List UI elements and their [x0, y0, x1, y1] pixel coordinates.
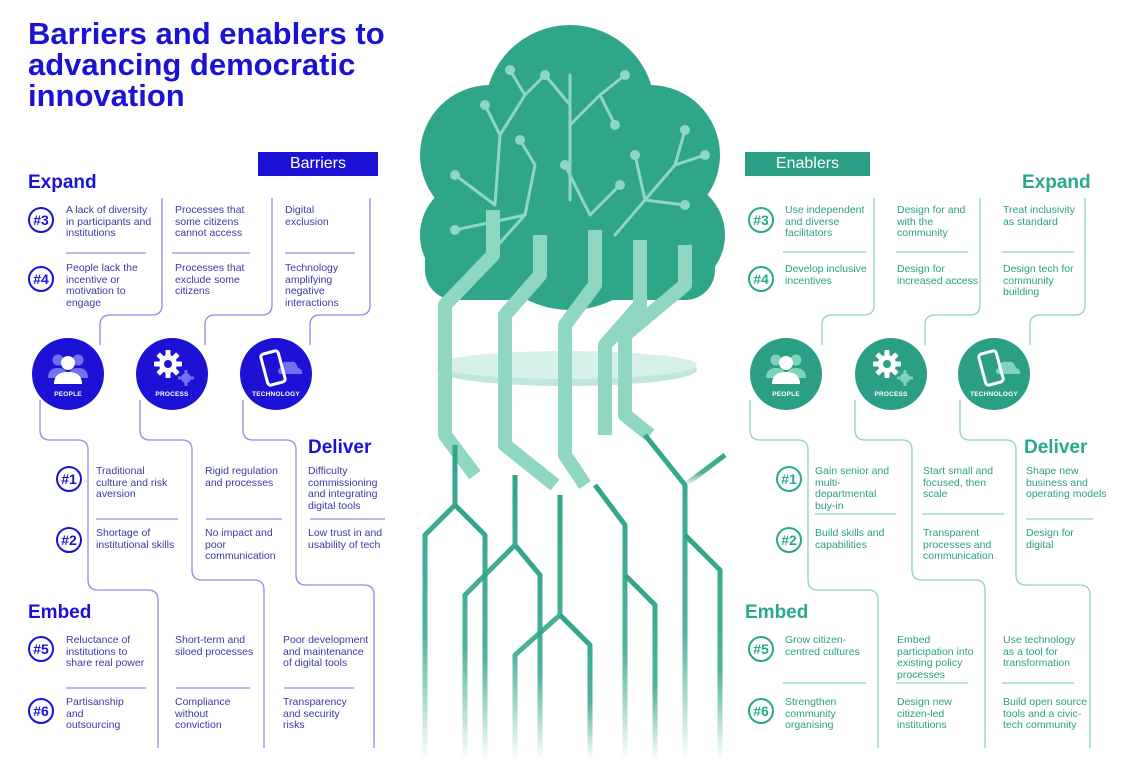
barriers-row1-number: #1 — [56, 466, 82, 492]
barriers-row3-number: #3 — [28, 207, 54, 233]
barriers-row6-technology: Transparency and security risks — [283, 696, 347, 731]
barriers-row5-number: #5 — [28, 636, 54, 662]
enablers-process-label: PROCESS — [874, 391, 908, 398]
barriers-technology-circle: TECHNOLOGY — [240, 338, 312, 410]
barriers-row2-process: No impact and poor communication — [205, 527, 276, 562]
enablers-row5-technology: Use technology as a tool for transformat… — [1003, 634, 1076, 669]
enablers-row3-number: #3 — [748, 207, 774, 233]
barriers-process-label: PROCESS — [155, 391, 189, 398]
barriers-row4-number: #4 — [28, 266, 54, 292]
barriers-deliver-heading: Deliver — [308, 437, 372, 458]
people-icon — [48, 354, 88, 384]
enablers-row6-process: Design new citizen-led institutions — [897, 696, 952, 731]
enablers-row2-people: Build skills and capabilities — [815, 527, 885, 551]
barriers-row2-people: Shortage of institutional skills — [96, 527, 175, 551]
barriers-row1-people: Traditional culture and risk aversion — [96, 465, 168, 500]
barriers-row3-people: A lack of diversity in participants and … — [66, 204, 152, 239]
enablers-row6-people: Strengthen community organising — [785, 696, 837, 731]
barriers-row1-technology: Difficulty commissioning and integrating… — [308, 465, 378, 512]
barriers-banner: Barriers — [258, 152, 378, 176]
enablers-process-circle: PROCESS — [855, 338, 927, 410]
enablers-row5-people: Grow citizen-centred cultures — [785, 634, 860, 658]
enablers-row4-people: Develop inclusive incentives — [785, 263, 867, 287]
enablers-row4-number: #4 — [748, 266, 774, 292]
enablers-row4-process: Design for increased access — [897, 263, 979, 287]
gear-icon — [154, 350, 194, 386]
enablers-row5-process: Embed participation into existing policy… — [897, 634, 974, 681]
barriers-row5-process: Short-term and siloed processes — [175, 634, 254, 658]
barriers-row4-process: Processes that exclude some citizens — [175, 262, 245, 297]
barriers-row6-number: #6 — [28, 698, 54, 724]
enablers-row1-number: #1 — [776, 466, 802, 492]
enablers-deliver-heading: Deliver — [1024, 437, 1088, 458]
enablers-row4-technology: Design tech for community building — [1003, 263, 1074, 298]
enablers-row1-technology: Shape new business and operating models — [1026, 465, 1107, 500]
enablers-embed-heading: Embed — [745, 602, 809, 623]
enablers-banner: Enablers — [745, 152, 870, 176]
barriers-row1-process: Rigid regulation and processes — [205, 465, 278, 489]
smartphone-cloud-icon — [977, 349, 1021, 387]
barriers-people-circle: PEOPLE — [32, 338, 104, 410]
enablers-row3-process: Design for and with the community — [897, 204, 966, 239]
enablers-technology-circle: TECHNOLOGY — [958, 338, 1030, 410]
barriers-row2-technology: Low trust in and usability of tech — [308, 527, 383, 551]
enablers-people-circle: PEOPLE — [750, 338, 822, 410]
barriers-embed-heading: Embed — [28, 602, 92, 623]
enablers-row3-technology: Treat inclusivity as standard — [1003, 204, 1075, 228]
enablers-row2-process: Transparent processes and communication — [923, 527, 994, 562]
enablers-row1-process: Start small and focused, then scale — [923, 465, 994, 500]
barriers-technology-label: TECHNOLOGY — [252, 391, 300, 398]
enablers-row2-technology: Design for digital — [1026, 527, 1074, 551]
enablers-row2-number: #2 — [776, 527, 802, 553]
barriers-row5-technology: Poor development and maintenance of digi… — [283, 634, 369, 669]
barriers-row3-technology: Digital exclusion — [285, 204, 329, 228]
barriers-expand-heading: Expand — [28, 172, 97, 193]
page-title: Barriers and enablers to advancing democ… — [28, 16, 385, 113]
smartphone-cloud-icon — [259, 349, 303, 387]
enablers-technology-label: TECHNOLOGY — [970, 391, 1018, 398]
barriers-people-label: PEOPLE — [54, 391, 82, 398]
barriers-row2-number: #2 — [56, 527, 82, 553]
barriers-row6-people: Partisanship and outsourcing — [66, 696, 124, 731]
enablers-people-label: PEOPLE — [772, 391, 800, 398]
enablers-row6-technology: Build open source tools and a civic-tech… — [1003, 696, 1088, 731]
barriers-row4-people: People lack the incentive or motivation … — [66, 262, 138, 309]
gear-icon — [873, 350, 913, 386]
barriers-row5-people: Reluctance of institutions to share real… — [66, 634, 145, 669]
enablers-expand-heading: Expand — [1022, 172, 1091, 193]
enablers-row1-people: Gain senior and multi-departmental buy-i… — [815, 465, 890, 512]
people-icon — [766, 354, 806, 384]
enablers-row5-number: #5 — [748, 636, 774, 662]
barriers-process-circle: PROCESS — [136, 338, 208, 410]
enablers-row3-people: Use independent and diverse facilitators — [785, 204, 865, 239]
tree-illustration — [420, 25, 727, 760]
barriers-row6-process: Compliance without conviction — [175, 696, 231, 731]
enablers-row6-number: #6 — [748, 698, 774, 724]
barriers-row3-process: Processes that some citizens cannot acce… — [175, 204, 245, 239]
barriers-row4-technology: Technology amplifying negative interacti… — [285, 262, 339, 309]
